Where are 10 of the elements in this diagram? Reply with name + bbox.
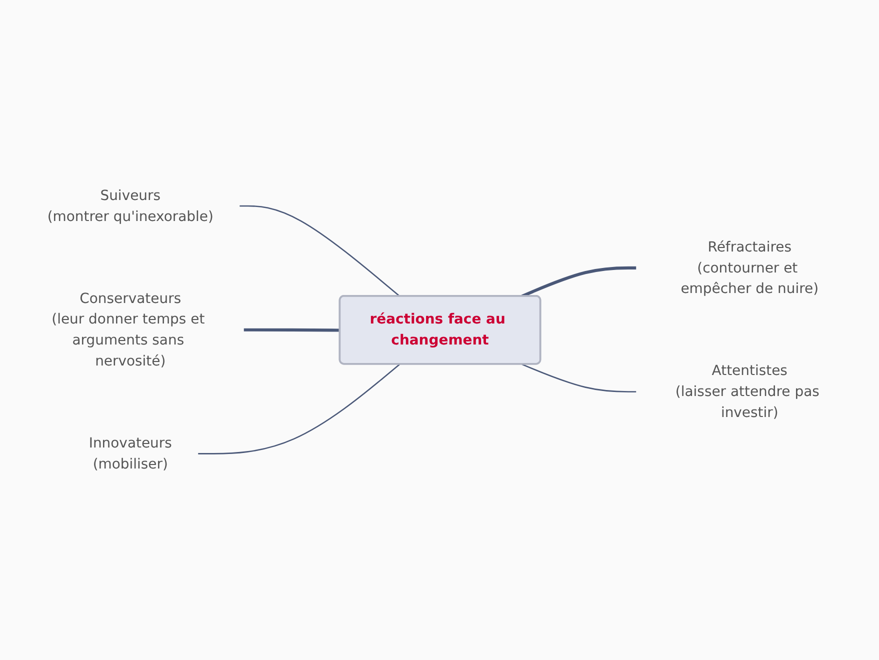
connector [521, 364, 636, 393]
node-text: Attentistes (laisser attendre pas investir) [674, 362, 819, 421]
node-text: Réfractaires (contourner et empêcher de nuire) [680, 238, 818, 297]
node-text: Innovateurs (mobiliser) [88, 434, 172, 472]
node-text: Suiveurs (montrer qu'inexorable) [46, 186, 213, 224]
connector [243, 328, 340, 332]
connector [239, 206, 400, 297]
connector [520, 266, 636, 298]
node-text: Conservateurs (leur donner temps et arguments sans nervosité) [51, 290, 204, 370]
connector [198, 364, 400, 454]
